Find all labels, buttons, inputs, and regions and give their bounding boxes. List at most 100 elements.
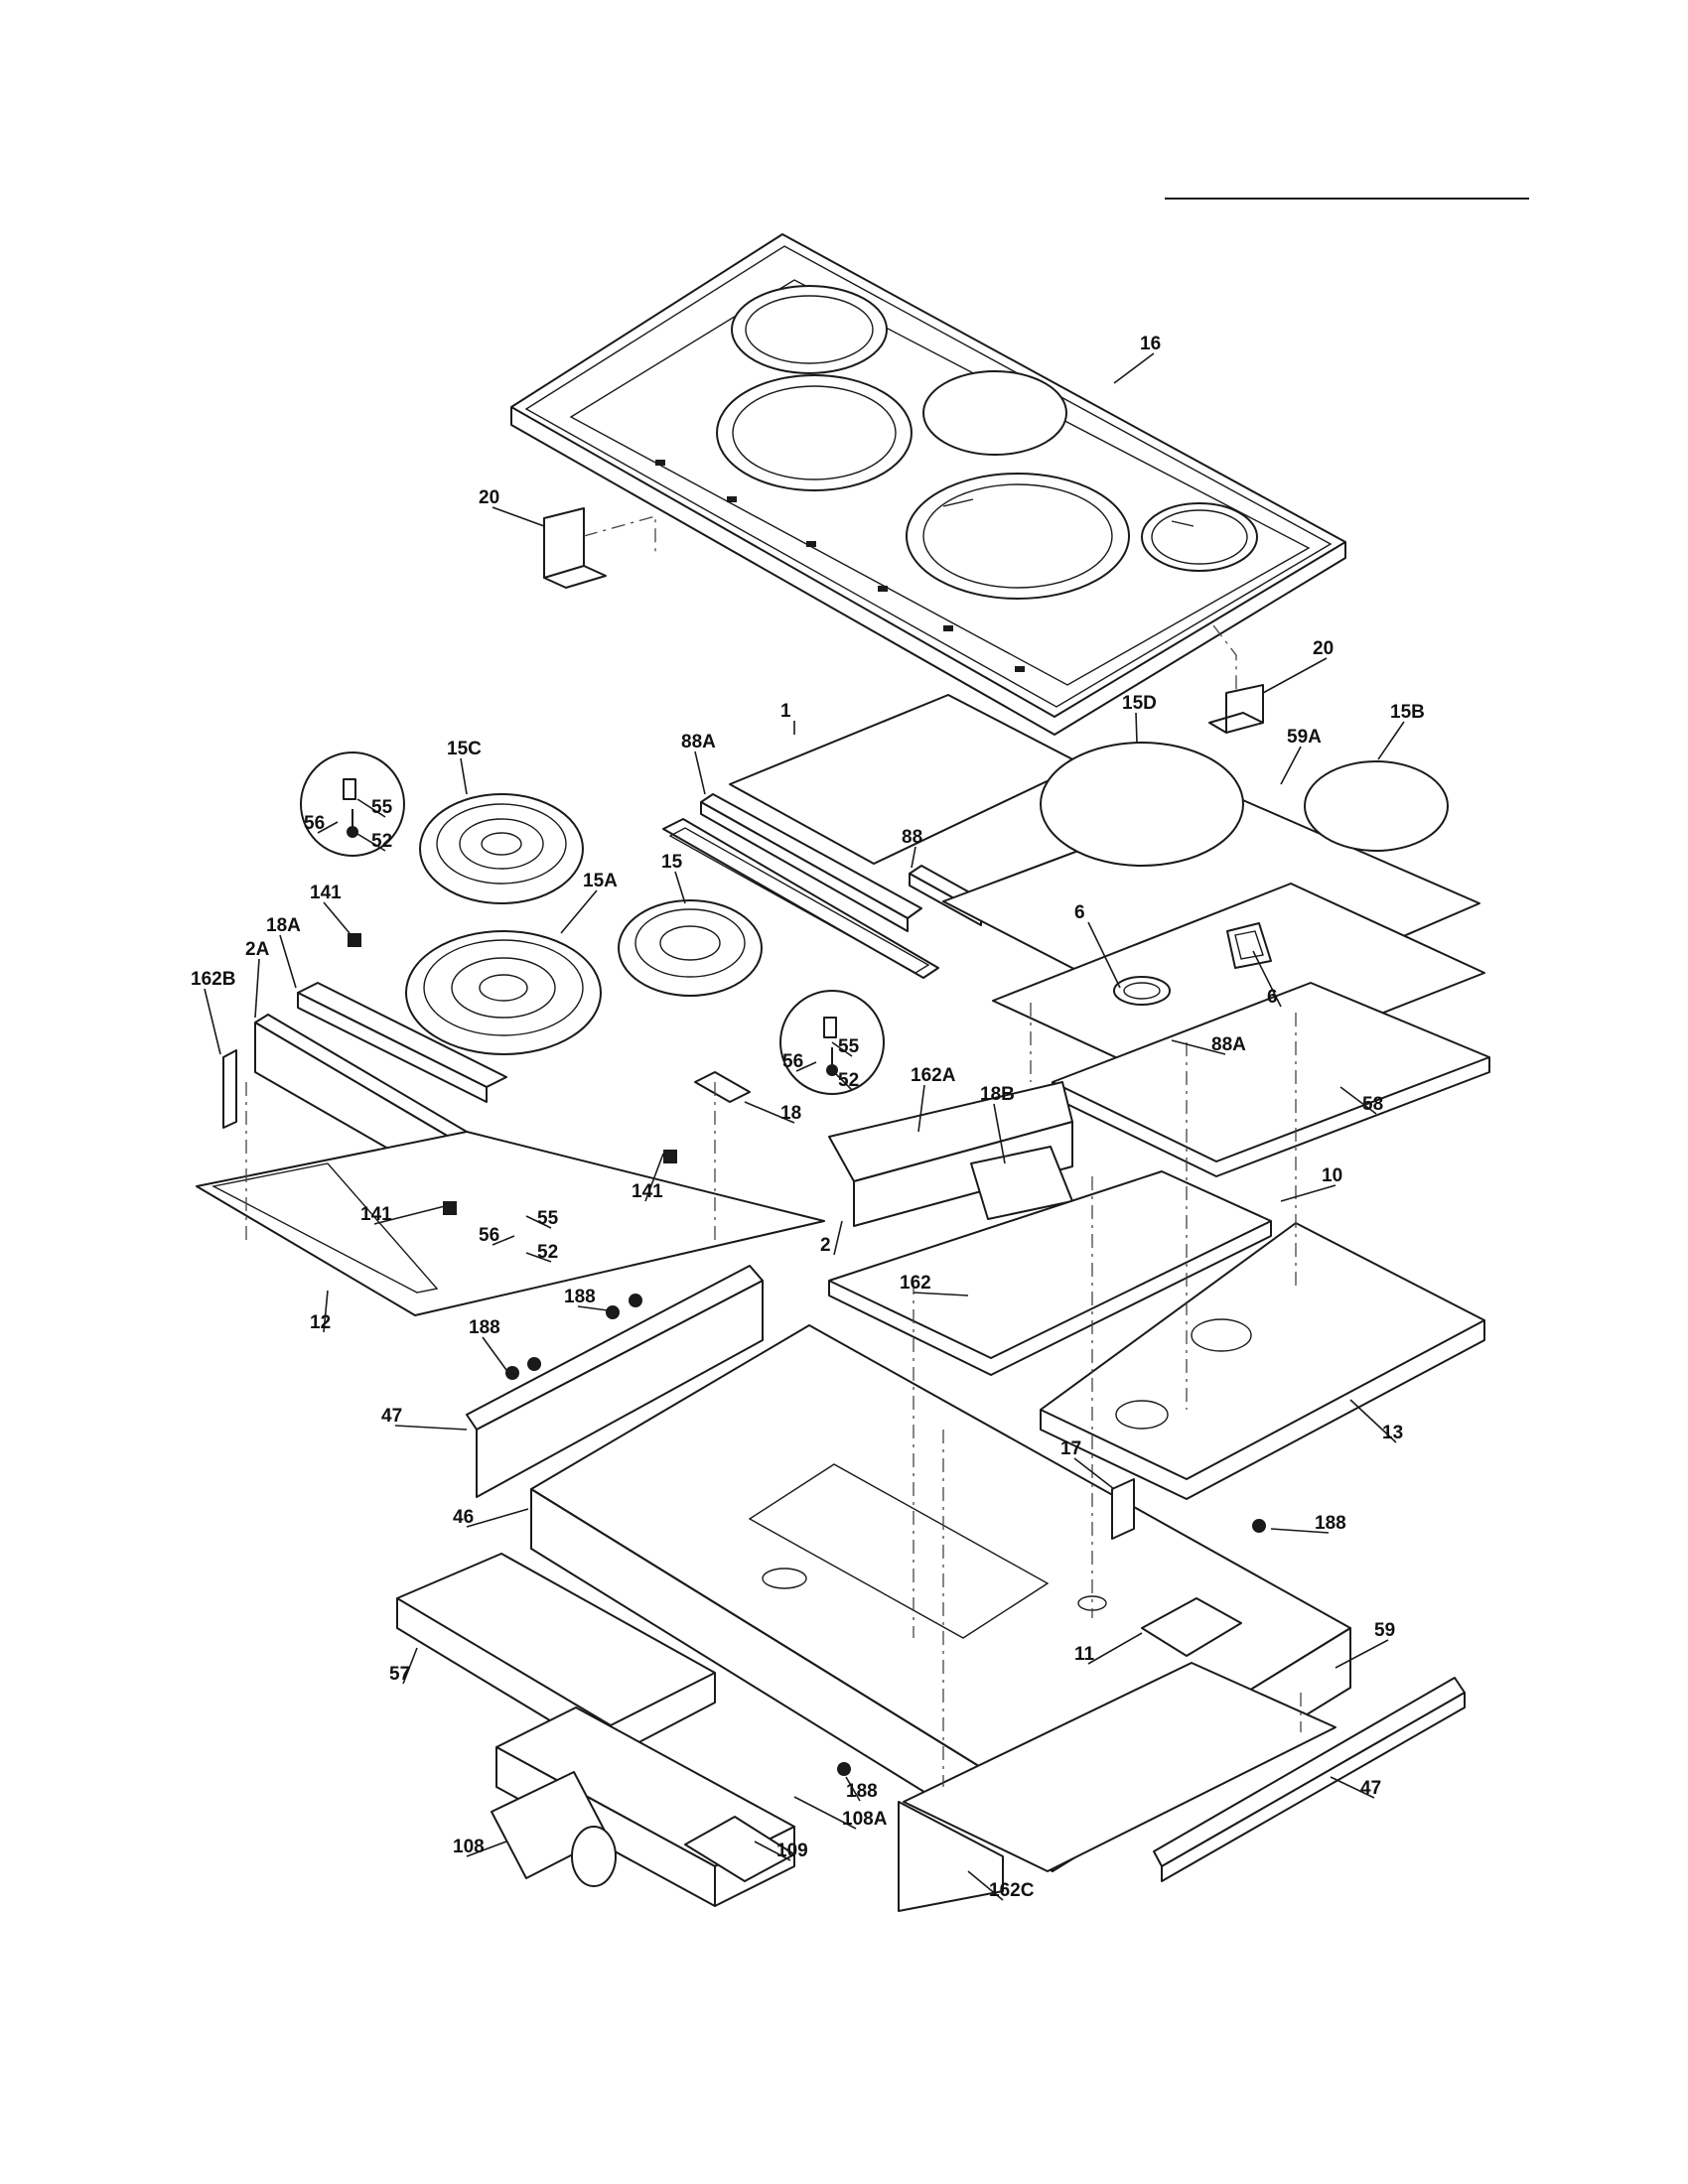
trim-88A-top — [700, 793, 922, 932]
part-label-c141_a: 141 — [310, 883, 342, 903]
panel-162A — [828, 1081, 1073, 1227]
part-label-c188_b: 188 — [469, 1317, 500, 1338]
leader-line-c56_c — [492, 1235, 515, 1246]
leader-line-c141_a — [323, 901, 351, 934]
part-label-c47_a: 47 — [381, 1406, 402, 1427]
leader-line-c188_c — [1270, 1528, 1330, 1534]
leader-line-c18 — [744, 1101, 795, 1124]
leader-line-c18A — [279, 934, 297, 989]
part-label-c141_c: 141 — [360, 1204, 392, 1225]
part-label-c20a: 20 — [479, 487, 499, 508]
leader-line-c88A_bot — [1171, 1039, 1226, 1055]
leader-line-c55_a — [356, 798, 386, 818]
leader-line-c2A — [254, 958, 260, 1019]
part-label-c55_b: 55 — [838, 1036, 860, 1057]
gasket-6b — [1226, 922, 1272, 969]
part-label-c15B: 15B — [1390, 702, 1425, 723]
element-15 — [618, 899, 763, 997]
leader-line-c162B — [204, 988, 221, 1055]
insulation-59 — [903, 1662, 1336, 1872]
leader-line-c52_a — [356, 833, 386, 852]
plug-188-set — [505, 1294, 1266, 1776]
part-label-c11: 11 — [1074, 1644, 1095, 1665]
sensor-141-set — [348, 933, 677, 1215]
part-label-c52_c: 52 — [537, 1242, 558, 1263]
blower-108 — [491, 1771, 617, 1887]
part-label-c58: 58 — [1362, 1094, 1383, 1115]
part-label-c108: 108 — [453, 1837, 485, 1857]
part-label-c1: 1 — [780, 701, 791, 722]
leader-line-c58 — [1339, 1086, 1377, 1115]
leader-line-c16 — [1113, 352, 1155, 384]
leader-line-c15D — [1135, 712, 1138, 744]
tray-10 — [828, 1170, 1272, 1376]
part-label-c56_c: 56 — [479, 1225, 499, 1246]
part-label-c55_c: 55 — [537, 1208, 559, 1229]
part-label-c109: 109 — [776, 1841, 808, 1861]
leader-line-c188_d — [845, 1776, 861, 1802]
leader-line-c47_b — [1330, 1776, 1375, 1799]
leader-line-c46 — [466, 1508, 529, 1528]
leader-line-c13 — [1349, 1399, 1397, 1443]
trim-47-bottom — [1153, 1677, 1466, 1882]
element-15D — [1040, 742, 1244, 867]
panel-162B — [222, 1049, 237, 1129]
leader-line-c57 — [402, 1647, 418, 1685]
part-label-c15A: 15A — [583, 871, 618, 891]
leader-line-c59A — [1280, 746, 1302, 785]
part-label-c12: 12 — [310, 1312, 331, 1333]
leader-line-c88 — [911, 846, 916, 869]
part-label-c6_b: 6 — [1267, 987, 1278, 1008]
part-label-c18: 18 — [780, 1103, 801, 1124]
leader-line-c15 — [674, 871, 686, 904]
part-label-c56_a: 56 — [304, 813, 325, 834]
leader-line-c20a — [492, 506, 545, 527]
element-15A — [405, 930, 602, 1055]
part-label-c141_b: 141 — [632, 1181, 663, 1202]
hardware-detail-upper — [300, 751, 405, 857]
leader-line-c15C — [460, 757, 468, 795]
part-label-c162B: 162B — [191, 969, 235, 990]
leader-line-c2 — [833, 1220, 843, 1256]
part-label-c2A: 2A — [245, 939, 270, 960]
vent-grille-12 — [196, 1131, 825, 1316]
part-label-c18B: 18B — [980, 1084, 1015, 1105]
leader-line-c15B — [1377, 721, 1405, 760]
leader-line-c56_a — [317, 821, 339, 834]
leader-line-c88A_top — [694, 751, 706, 795]
leader-line-c162 — [913, 1292, 969, 1297]
clip-17 — [1111, 1478, 1135, 1540]
part-label-c52_a: 52 — [371, 831, 392, 852]
gasket-6a — [1113, 976, 1171, 1006]
leader-line-c20b — [1262, 657, 1328, 694]
bracket-18A — [297, 982, 507, 1103]
grille-109 — [684, 1816, 795, 1882]
leader-line-c162A — [917, 1084, 925, 1133]
leader-line-c52_c — [525, 1252, 552, 1263]
leader-line-c11 — [1087, 1632, 1143, 1665]
part-label-c46: 46 — [453, 1507, 474, 1528]
leader-line-c188_a — [577, 1305, 609, 1311]
part-label-c20b: 20 — [1313, 638, 1334, 659]
leader-line-c6_a — [1087, 921, 1121, 989]
bracket-20-left — [543, 507, 607, 589]
part-label-c162: 162 — [900, 1273, 931, 1294]
part-label-c17: 17 — [1060, 1438, 1081, 1459]
part-label-c57: 57 — [389, 1664, 410, 1685]
leader-line-c18B — [993, 1103, 1006, 1164]
trim-47-top — [466, 1265, 764, 1498]
part-label-c6_a: 6 — [1074, 902, 1085, 923]
leader-line-c6_b — [1252, 950, 1282, 1008]
leader-line-c55_b — [831, 1041, 853, 1057]
leader-line-c108 — [466, 1841, 507, 1857]
element-15B — [1304, 760, 1449, 852]
leader-line-c47_a — [394, 1425, 468, 1431]
pan-13 — [1040, 1222, 1485, 1500]
part-label-c188_a: 188 — [564, 1287, 596, 1307]
leader-line-c17 — [1073, 1457, 1115, 1490]
alignment-lines — [245, 1003, 1302, 1787]
part-label-c88: 88 — [902, 827, 922, 848]
part-label-c13: 13 — [1382, 1423, 1403, 1443]
